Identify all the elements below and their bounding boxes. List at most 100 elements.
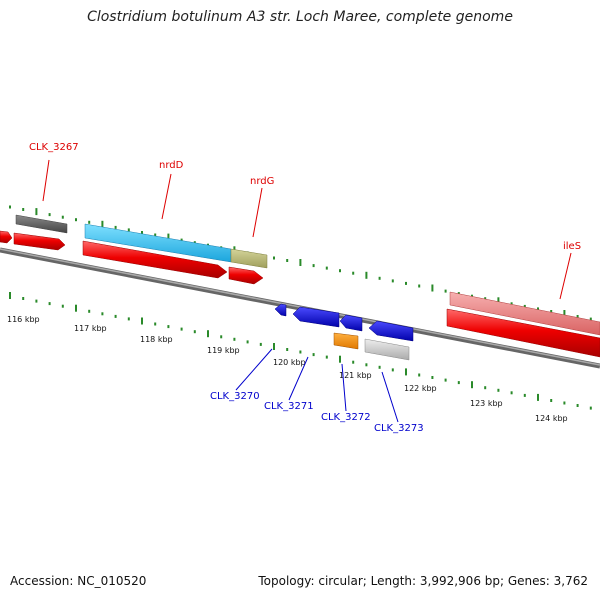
feature-red-gene-nrdg[interactable] bbox=[228, 266, 264, 285]
upper-minor-tick bbox=[180, 238, 183, 242]
leader-line-clk3267 bbox=[42, 159, 50, 202]
upper-minor-tick bbox=[154, 233, 157, 237]
gene-label-clk3267[interactable]: CLK_3267 bbox=[29, 142, 79, 153]
leader-line-clk3273 bbox=[381, 371, 399, 423]
lower-minor-tick bbox=[418, 373, 421, 377]
gene-label-clk3273[interactable]: CLK_3273 bbox=[374, 423, 424, 434]
gene-label-nrdg[interactable]: nrdG bbox=[250, 176, 274, 187]
upper-minor-tick bbox=[576, 315, 579, 318]
upper-minor-tick bbox=[418, 284, 421, 288]
upper-minor-tick bbox=[405, 281, 407, 285]
lower-minor-tick bbox=[167, 325, 170, 329]
leader-line-nrdg bbox=[252, 187, 263, 238]
upper-major-tick bbox=[563, 310, 566, 317]
gene-label-nrdd[interactable]: nrdD bbox=[159, 160, 184, 171]
upper-minor-tick bbox=[127, 228, 130, 232]
scale-label-116: 116 kbp bbox=[7, 315, 40, 324]
scale-label-123: 123 kbp bbox=[470, 399, 503, 408]
lower-minor-tick bbox=[510, 391, 513, 395]
scale-label-119: 119 kbp bbox=[207, 346, 240, 355]
upper-major-tick bbox=[365, 271, 368, 279]
lower-minor-tick bbox=[325, 355, 328, 359]
lower-minor-tick bbox=[154, 322, 157, 326]
leader-line-clk3270 bbox=[235, 348, 273, 391]
lower-minor-tick bbox=[365, 363, 368, 367]
lower-minor-tick bbox=[233, 337, 236, 341]
upper-minor-tick bbox=[510, 302, 513, 306]
upper-minor-tick bbox=[589, 317, 592, 321]
upper-minor-tick bbox=[537, 307, 539, 311]
upper-minor-tick bbox=[88, 220, 91, 224]
feature-blue-gene-clk3272[interactable] bbox=[339, 314, 363, 332]
leader-line-clk3271 bbox=[288, 356, 309, 401]
feature-blue-gene-clk3271[interactable] bbox=[292, 306, 340, 328]
gene-label-clk3271[interactable]: CLK_3271 bbox=[264, 401, 314, 412]
lower-minor-tick bbox=[61, 304, 64, 308]
feature-olive-gene-nrdg[interactable] bbox=[230, 248, 268, 269]
lower-minor-tick bbox=[589, 406, 592, 410]
lower-minor-tick bbox=[299, 350, 302, 354]
lower-minor-tick bbox=[259, 342, 262, 346]
lower-tick-row bbox=[9, 292, 592, 410]
scale-label-121: 121 kbp bbox=[339, 371, 372, 380]
lower-minor-tick bbox=[444, 378, 447, 382]
feature-pink-gene-iles[interactable] bbox=[449, 291, 600, 336]
gene-label-clk3272[interactable]: CLK_3272 bbox=[321, 412, 371, 423]
scale-label-118: 118 kbp bbox=[140, 335, 173, 344]
lower-major-tick bbox=[273, 343, 275, 350]
upper-minor-tick bbox=[339, 269, 341, 273]
upper-minor-tick bbox=[273, 256, 275, 260]
upper-minor-tick bbox=[550, 310, 553, 313]
gene-label-clk3270[interactable]: CLK_3270 bbox=[210, 391, 260, 402]
lower-minor-tick bbox=[484, 386, 487, 390]
upper-minor-tick bbox=[9, 205, 11, 209]
upper-minor-tick bbox=[114, 225, 117, 229]
lower-minor-tick bbox=[246, 340, 249, 344]
genome-summary-text: Topology: circular; Length: 3,992,906 bp… bbox=[258, 574, 588, 588]
gene-label-iles[interactable]: ileS bbox=[563, 241, 581, 252]
lower-minor-tick bbox=[391, 368, 394, 372]
lower-major-tick bbox=[9, 292, 11, 299]
lower-minor-tick bbox=[127, 317, 130, 321]
lower-minor-tick bbox=[220, 335, 223, 339]
feature-silver-gene-clk3273[interactable] bbox=[364, 338, 410, 361]
lower-minor-tick bbox=[48, 302, 51, 306]
lower-minor-tick bbox=[497, 388, 500, 392]
lower-minor-tick bbox=[35, 299, 38, 303]
feature-gray-gene[interactable] bbox=[15, 214, 68, 234]
feature-orange-gene-clk3272[interactable] bbox=[333, 332, 359, 350]
upper-minor-tick bbox=[325, 266, 328, 270]
leader-line-clk3272 bbox=[341, 363, 347, 412]
upper-minor-tick bbox=[286, 259, 289, 262]
lower-minor-tick bbox=[563, 401, 566, 405]
feature-red-gene-clk3267[interactable] bbox=[13, 232, 66, 251]
feature-blue-gene-clk3273[interactable] bbox=[368, 320, 414, 342]
lower-minor-tick bbox=[523, 393, 526, 397]
lower-minor-tick bbox=[378, 365, 381, 369]
upper-minor-tick bbox=[444, 289, 447, 293]
upper-major-tick bbox=[35, 208, 38, 216]
lower-major-tick bbox=[75, 304, 77, 312]
lower-minor-tick bbox=[101, 312, 104, 316]
feature-red-gene-iles[interactable] bbox=[446, 308, 600, 358]
feature-red-gene-nrdd[interactable] bbox=[82, 240, 228, 279]
lower-major-tick bbox=[471, 381, 473, 389]
map-title: Clostridium botulinum A3 str. Loch Maree… bbox=[87, 9, 513, 25]
lower-minor-tick bbox=[22, 297, 25, 300]
feature-blue-gene-clk3270[interactable] bbox=[274, 303, 287, 317]
upper-minor-tick bbox=[352, 271, 355, 275]
upper-minor-tick bbox=[141, 231, 143, 234]
upper-minor-tick bbox=[391, 279, 394, 283]
lower-minor-tick bbox=[352, 360, 355, 364]
scale-label-117: 117 kbp bbox=[74, 324, 107, 333]
upper-minor-tick bbox=[378, 276, 381, 280]
lower-minor-tick bbox=[286, 348, 289, 351]
leader-line-iles bbox=[559, 252, 572, 300]
upper-minor-tick bbox=[48, 213, 51, 217]
upper-major-tick bbox=[101, 220, 104, 228]
lower-major-tick bbox=[339, 355, 341, 363]
feature-red-gene-left-small[interactable] bbox=[0, 230, 13, 244]
lower-minor-tick bbox=[550, 399, 553, 402]
upper-minor-tick bbox=[523, 304, 526, 308]
